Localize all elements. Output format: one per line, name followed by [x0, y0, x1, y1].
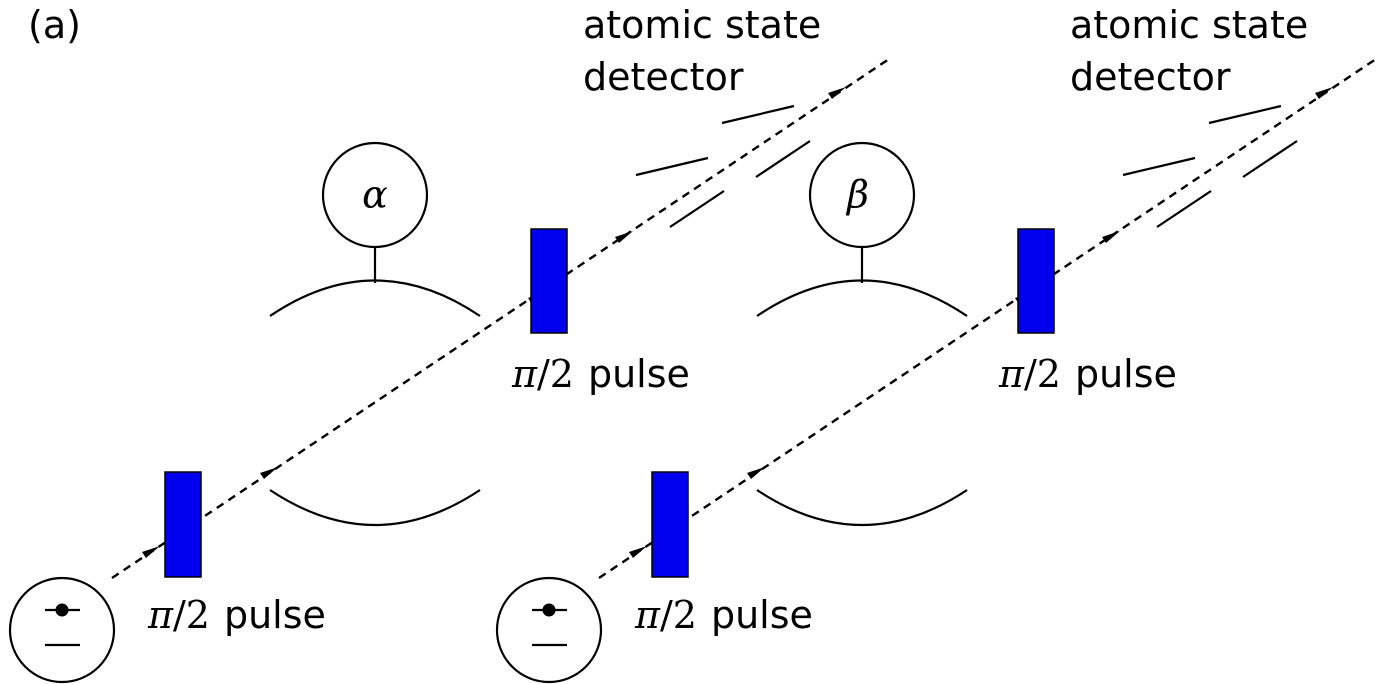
- atomic-state-detector-right: [1122, 104, 1298, 228]
- atom-source-right: [495, 576, 603, 684]
- cavity-mirror-bottom-right: [756, 489, 968, 527]
- cavity-field-alpha: [321, 141, 429, 249]
- detector-label-left-line2: detector: [583, 55, 744, 99]
- beam-arrow: [615, 231, 633, 243]
- cavity-mirror-top-left: [269, 279, 481, 317]
- cavity-field-beta: [808, 141, 916, 249]
- pi-half-pulse-1: [164, 471, 202, 578]
- detector-label-left: atomic state: [583, 3, 821, 47]
- atomic-state-detector-left: [635, 104, 811, 228]
- beam-arrow: [1315, 87, 1333, 99]
- atomic-beam-left: [111, 56, 893, 579]
- beam-arrow: [828, 87, 846, 99]
- detector-label-right: atomic state: [1070, 3, 1308, 47]
- detector-label-right-line2: detector: [1070, 55, 1231, 99]
- cavity-field-beta-label: β: [845, 173, 869, 217]
- pi-half-pulse-4: [1017, 228, 1055, 334]
- beam-arrow: [260, 467, 278, 479]
- cavity-field-alpha-label: α: [362, 173, 388, 217]
- beam-arrow: [142, 546, 160, 558]
- beam-arrow: [747, 467, 765, 479]
- pi-half-pulse-3: [651, 471, 689, 578]
- atom-source-left: [8, 576, 116, 684]
- beam-arrow: [629, 546, 647, 558]
- cavity-mirror-top-right: [756, 279, 968, 317]
- beam-arrow: [1102, 231, 1120, 243]
- cavity-mirror-bottom-left: [269, 489, 481, 527]
- atomic-beam-right: [598, 56, 1380, 579]
- panel-label: (a): [28, 3, 81, 47]
- pi-half-pulse-2: [530, 228, 568, 334]
